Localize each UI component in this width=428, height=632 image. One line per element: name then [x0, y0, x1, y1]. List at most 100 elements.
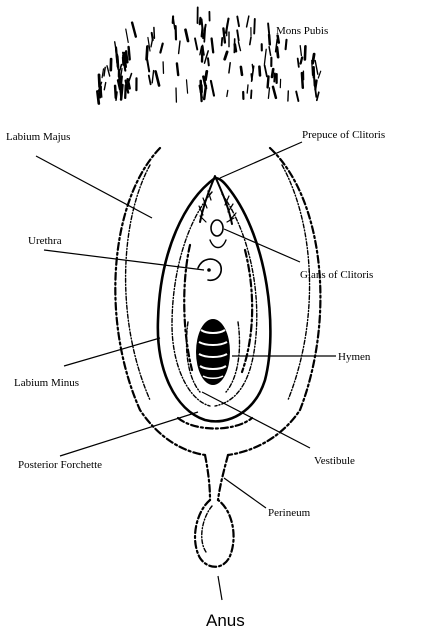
mons-pubis-hair: [97, 7, 320, 103]
hair-stroke: [204, 26, 205, 41]
hair-stroke: [268, 76, 269, 87]
hair-stroke: [302, 73, 303, 88]
hair-stroke: [264, 49, 266, 64]
hair-stroke: [317, 92, 319, 100]
hair-stroke: [186, 30, 189, 41]
hair-stroke: [268, 24, 269, 34]
hair-stroke: [149, 76, 151, 85]
hair-stroke: [101, 87, 102, 97]
leader-labium-minus: [64, 338, 160, 366]
hair-stroke: [277, 47, 278, 57]
hair-stroke: [132, 23, 136, 37]
hair-stroke: [195, 38, 197, 49]
hair-stroke: [225, 52, 227, 59]
hair-stroke: [272, 69, 273, 77]
hair-stroke: [116, 92, 117, 100]
hair-stroke: [99, 75, 100, 87]
hair-stroke: [187, 80, 188, 93]
hair-stroke: [104, 67, 105, 76]
forchette-drawing: [178, 418, 252, 429]
hair-stroke: [151, 37, 153, 47]
hair-stroke: [211, 81, 214, 96]
hair-stroke: [235, 45, 236, 52]
label-labium-minus: Labium Minus: [14, 377, 79, 389]
hair-stroke: [259, 67, 260, 76]
hair-stroke: [152, 71, 153, 83]
hair-stroke: [305, 46, 306, 59]
hair-stroke: [107, 66, 110, 76]
hair-stroke: [301, 58, 303, 64]
hair-stroke: [286, 40, 287, 49]
hair-stroke: [121, 85, 122, 100]
hair-stroke: [229, 63, 230, 73]
hair-stroke: [154, 28, 155, 39]
hair-stroke: [241, 67, 242, 75]
hair-stroke: [247, 85, 248, 93]
hair-stroke: [212, 39, 214, 53]
hair-stroke: [269, 35, 270, 45]
hair-stroke: [300, 46, 301, 56]
hair-stroke: [102, 69, 103, 78]
hair-stroke: [247, 16, 249, 27]
label-hymen: Hymen: [338, 351, 371, 363]
label-urethra: Urethra: [28, 235, 62, 247]
hair-stroke: [208, 58, 209, 65]
label-posterior-forchette: Posterior Forchette: [18, 459, 102, 471]
hair-stroke: [147, 60, 149, 72]
hair-stroke: [117, 63, 118, 70]
label-prepuce-of-clitoris: Prepuce of Clitoris: [302, 129, 385, 141]
hair-stroke: [177, 63, 178, 75]
hair-stroke: [318, 71, 320, 78]
leader-posterior-forchette: [60, 412, 198, 456]
hair-stroke: [156, 71, 160, 85]
hair-stroke: [126, 29, 128, 42]
hair-stroke: [179, 41, 180, 53]
leader-anus: [218, 576, 222, 600]
hair-stroke: [254, 19, 255, 34]
labium-majus-drawing: [115, 148, 320, 455]
hair-stroke: [273, 87, 276, 98]
hair-stroke: [252, 66, 254, 81]
hair-stroke: [97, 92, 98, 104]
hair-stroke: [202, 28, 203, 36]
label-mons-pubis: Mons Pubis: [276, 25, 328, 37]
hair-stroke: [237, 30, 239, 40]
hair-stroke: [147, 47, 148, 60]
hair-stroke: [265, 66, 267, 77]
hair-stroke: [313, 54, 314, 63]
hair-stroke: [200, 18, 201, 24]
hair-stroke: [227, 90, 228, 96]
hair-stroke: [104, 83, 105, 90]
hair-stroke: [223, 29, 225, 43]
hair-stroke: [268, 88, 269, 98]
hymen-drawing: [187, 319, 240, 392]
hair-stroke: [160, 44, 162, 53]
label-anus: Anus: [206, 611, 245, 630]
hair-stroke: [251, 90, 252, 98]
hair-stroke: [173, 16, 175, 29]
hair-stroke: [125, 85, 126, 98]
hair-stroke: [206, 71, 207, 79]
labels: Mons Pubis Labium Majus Prepuce of Clito…: [6, 25, 385, 630]
hair-stroke: [238, 42, 240, 51]
label-perineum: Perineum: [268, 507, 311, 519]
hair-stroke: [222, 38, 223, 46]
hair-stroke: [274, 74, 275, 82]
hair-stroke: [129, 47, 130, 59]
leader-perineum: [224, 478, 266, 508]
hair-stroke: [115, 86, 116, 98]
perineum-drawing: [195, 455, 234, 567]
hair-stroke: [226, 19, 229, 33]
hair-stroke: [118, 81, 120, 90]
hair-stroke: [126, 51, 127, 62]
hair-stroke: [250, 37, 251, 45]
hair-stroke: [237, 17, 239, 27]
hair-stroke: [298, 59, 299, 67]
hair-stroke: [296, 92, 298, 102]
hair-stroke: [315, 61, 318, 75]
label-vestibule: Vestibule: [314, 455, 355, 467]
label-glans-of-clitoris: Glans of Clitoris: [300, 269, 373, 281]
label-labium-majus: Labium Majus: [6, 131, 70, 143]
hair-stroke: [269, 47, 271, 56]
